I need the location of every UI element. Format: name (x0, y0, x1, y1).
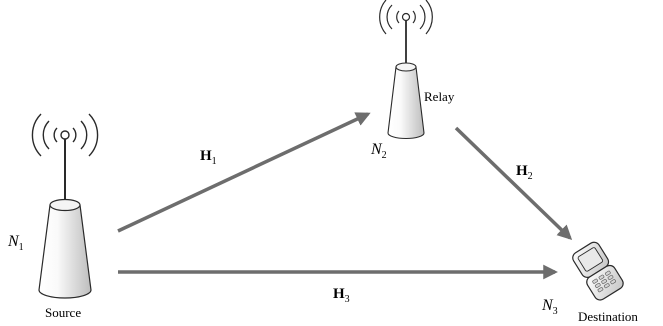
source-tower-icon (31, 113, 99, 299)
channel-h2-label: H2 (516, 163, 533, 182)
arrow-h1 (117, 112, 371, 233)
channel-h1-label: H1 (200, 148, 217, 167)
relay-tower-icon (379, 0, 433, 140)
source-caption: Source (45, 305, 81, 320)
destination-node-id: N3 (541, 297, 558, 317)
source-node-id: N1 (7, 233, 24, 253)
arrow-h2 (454, 126, 573, 241)
destination-phone-icon (572, 241, 624, 301)
destination-caption: Destination (578, 309, 638, 324)
relay-caption: Relay (424, 89, 455, 104)
channel-h3-label: H3 (333, 286, 350, 305)
relay-node-id: N2 (370, 141, 387, 161)
